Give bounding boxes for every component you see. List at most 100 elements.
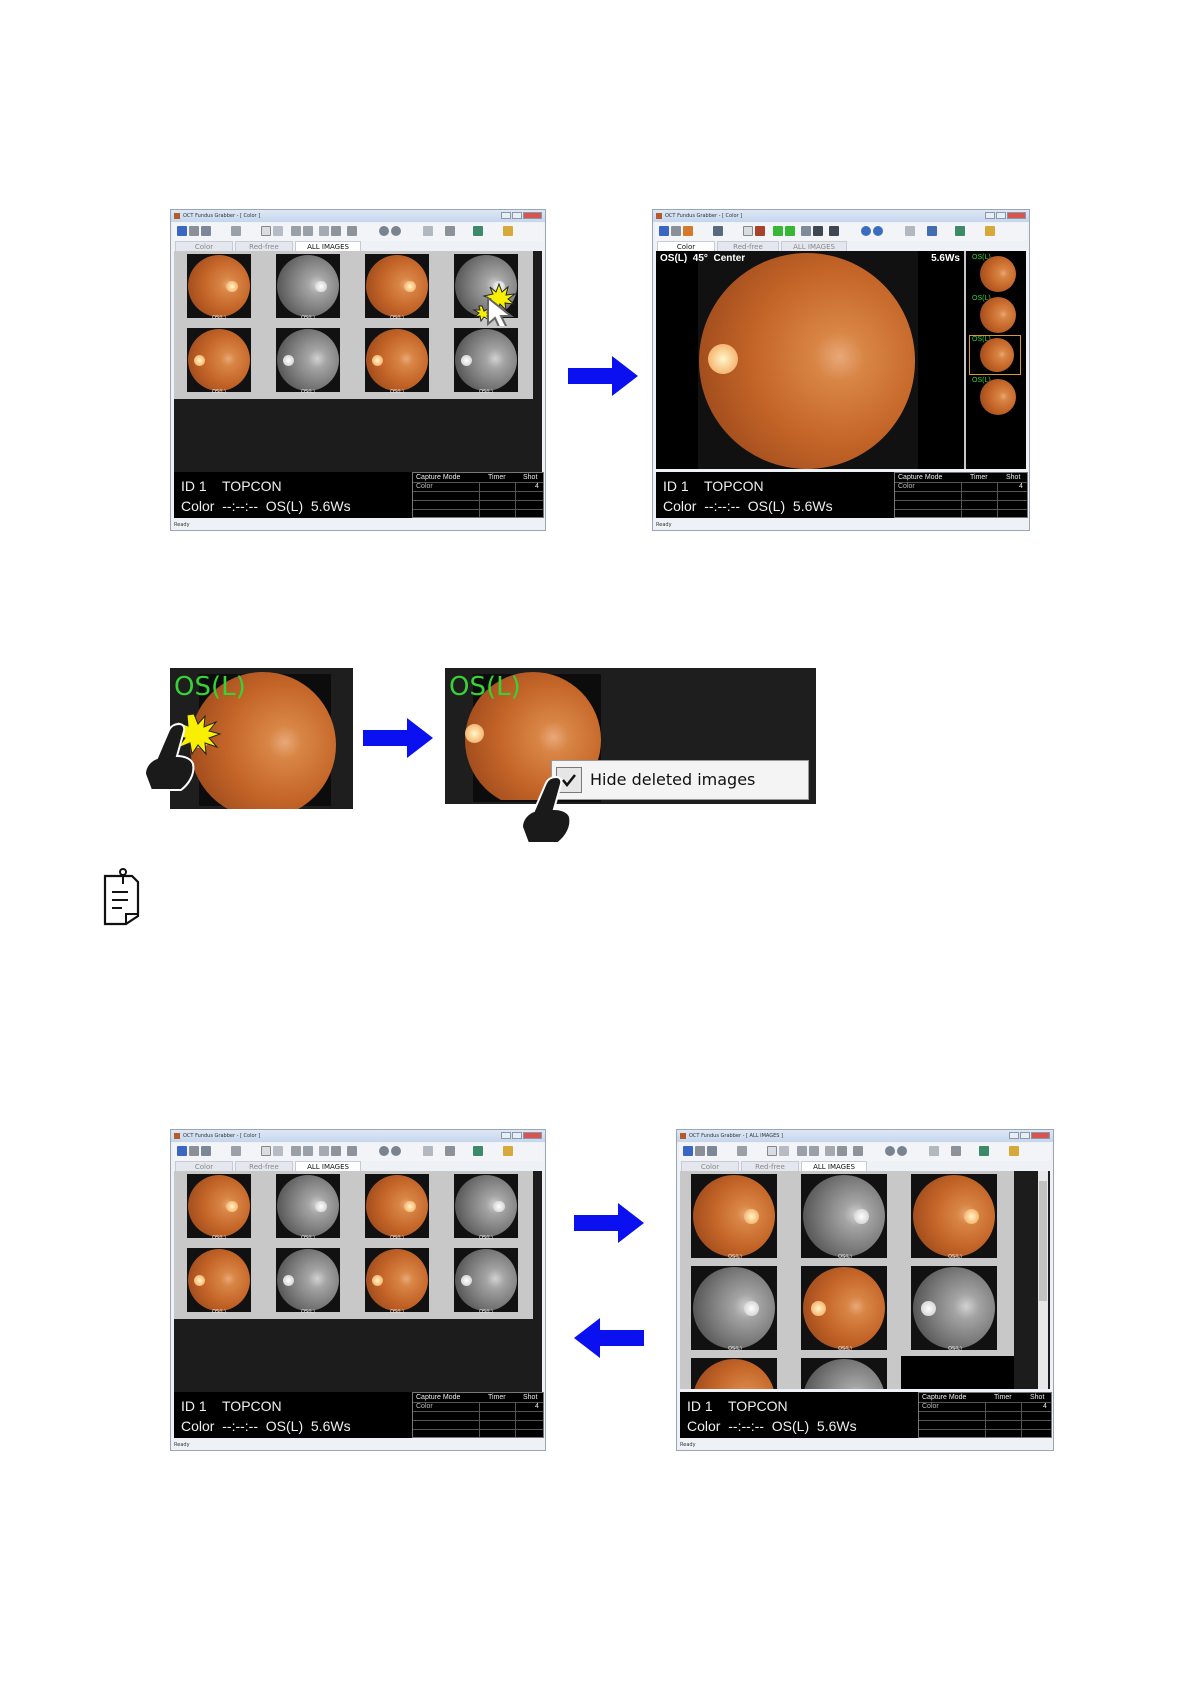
- scrollbar-thumb[interactable]: [1039, 1181, 1047, 1301]
- save-icon[interactable]: [683, 1146, 693, 1156]
- undo-icon[interactable]: [825, 1146, 835, 1156]
- thumbnail[interactable]: OS(L): [175, 326, 263, 398]
- close-button[interactable]: [523, 212, 542, 219]
- undo-icon[interactable]: [801, 226, 811, 236]
- thumbnail[interactable]: OS(L): [791, 1264, 899, 1354]
- thumbnail[interactable]: OS(L): [264, 1246, 352, 1318]
- layout-icon[interactable]: [445, 226, 455, 236]
- export-icon[interactable]: [707, 1146, 717, 1156]
- print-icon[interactable]: [695, 1146, 705, 1156]
- forward-icon[interactable]: [785, 226, 795, 236]
- tab-color[interactable]: Color: [175, 241, 233, 251]
- thumbnail[interactable]: OS(L): [353, 1172, 441, 1244]
- zoom-out-icon[interactable]: [873, 226, 883, 236]
- thumbnail[interactable]: OS(L): [175, 1246, 263, 1318]
- tile-icon[interactable]: [423, 1146, 433, 1156]
- save-icon[interactable]: [659, 226, 669, 236]
- thumbnail[interactable]: OS(L): [175, 252, 263, 324]
- thumbnail[interactable]: OS(L): [442, 1246, 530, 1318]
- exit-icon[interactable]: [503, 1146, 513, 1156]
- hide-deleted-label[interactable]: Hide deleted images: [590, 770, 756, 789]
- thumbnail[interactable]: [791, 1356, 899, 1389]
- print-icon[interactable]: [671, 226, 681, 236]
- export-icon[interactable]: [201, 1146, 211, 1156]
- scale-icon[interactable]: [755, 226, 765, 236]
- save-icon[interactable]: [177, 1146, 187, 1156]
- thumbnail[interactable]: OS(L): [353, 252, 441, 324]
- fit-icon[interactable]: [743, 226, 753, 236]
- export-icon[interactable]: [201, 226, 211, 236]
- tile-icon[interactable]: [423, 226, 433, 236]
- tab-color[interactable]: Color: [657, 241, 715, 251]
- monitor-icon[interactable]: [955, 226, 965, 236]
- contrast-icon[interactable]: [331, 226, 341, 236]
- delete-icon[interactable]: [231, 1146, 241, 1156]
- save-icon[interactable]: [177, 226, 187, 236]
- zoom-in-icon[interactable]: [379, 1146, 389, 1156]
- zoom-in-icon[interactable]: [885, 1146, 895, 1156]
- tab-all-images[interactable]: ALL IMAGES: [781, 241, 847, 251]
- tab-all-images[interactable]: ALL IMAGES: [295, 1161, 361, 1171]
- side-thumbnail[interactable]: OS(L): [972, 377, 1016, 415]
- close-button[interactable]: [523, 1132, 542, 1139]
- zoom-out-icon[interactable]: [897, 1146, 907, 1156]
- contrast-icon[interactable]: [331, 1146, 341, 1156]
- brightness-icon[interactable]: [347, 226, 357, 236]
- zoom-out-icon[interactable]: [391, 226, 401, 236]
- brightness-icon[interactable]: [829, 226, 839, 236]
- back-icon[interactable]: [773, 226, 783, 236]
- thumbnail[interactable]: OS(L): [264, 326, 352, 398]
- thumbnail[interactable]: OS(L): [442, 326, 530, 398]
- tab-color[interactable]: Color: [175, 1161, 233, 1171]
- tab-color[interactable]: Color: [681, 1161, 739, 1171]
- forward-icon[interactable]: [809, 1146, 819, 1156]
- maximize-button[interactable]: [1020, 1132, 1030, 1139]
- forward-icon[interactable]: [303, 226, 313, 236]
- exit-icon[interactable]: [985, 226, 995, 236]
- tab-all-images[interactable]: ALL IMAGES: [295, 241, 361, 251]
- side-thumbnail[interactable]: OS(L): [972, 254, 1016, 292]
- brightness-icon[interactable]: [853, 1146, 863, 1156]
- tab-red-free[interactable]: Red-free: [717, 241, 779, 251]
- zoom-in-icon[interactable]: [379, 226, 389, 236]
- monitor-icon[interactable]: [473, 226, 483, 236]
- zoom-in-icon[interactable]: [861, 226, 871, 236]
- back-icon[interactable]: [291, 1146, 301, 1156]
- exit-icon[interactable]: [503, 226, 513, 236]
- maximize-button[interactable]: [512, 212, 522, 219]
- close-button[interactable]: [1031, 1132, 1050, 1139]
- delete-icon[interactable]: [737, 1146, 747, 1156]
- thumbnail[interactable]: OS(L): [901, 1172, 1009, 1262]
- thumbnail[interactable]: OS(L): [442, 1172, 530, 1244]
- side-thumbnail-selected[interactable]: OS(L): [969, 335, 1021, 375]
- maximize-button[interactable]: [512, 1132, 522, 1139]
- scale-icon[interactable]: [779, 1146, 789, 1156]
- tab-red-free[interactable]: Red-free: [235, 1161, 293, 1171]
- close-button[interactable]: [1007, 212, 1026, 219]
- tile-icon[interactable]: [905, 226, 915, 236]
- tab-red-free[interactable]: Red-free: [235, 241, 293, 251]
- tab-red-free[interactable]: Red-free: [741, 1161, 799, 1171]
- scale-icon[interactable]: [273, 1146, 283, 1156]
- fit-icon[interactable]: [261, 1146, 271, 1156]
- minimize-button[interactable]: [501, 1132, 511, 1139]
- vertical-scrollbar[interactable]: [1038, 1171, 1048, 1389]
- thumbnail[interactable]: OS(L): [791, 1172, 899, 1262]
- maximize-button[interactable]: [996, 212, 1006, 219]
- monitor-icon[interactable]: [979, 1146, 989, 1156]
- fit-icon[interactable]: [767, 1146, 777, 1156]
- undo-icon[interactable]: [319, 1146, 329, 1156]
- minimize-button[interactable]: [501, 212, 511, 219]
- delete-icon[interactable]: [231, 226, 241, 236]
- print-icon[interactable]: [189, 226, 199, 236]
- main-image-panel[interactable]: OS(L) 45° Center 5.6Ws: [656, 251, 964, 469]
- exit-icon[interactable]: [1009, 1146, 1019, 1156]
- layout-icon[interactable]: [927, 226, 937, 236]
- thumbnail-selected[interactable]: OS(L): [442, 252, 530, 333]
- forward-icon[interactable]: [303, 1146, 313, 1156]
- thumbnail[interactable]: OS(L): [175, 1172, 263, 1244]
- thumbnail[interactable]: OS(L): [264, 252, 352, 324]
- scale-icon[interactable]: [273, 226, 283, 236]
- thumbnail[interactable]: OS(L): [681, 1264, 789, 1354]
- thumbnail[interactable]: OS(L): [901, 1264, 1009, 1354]
